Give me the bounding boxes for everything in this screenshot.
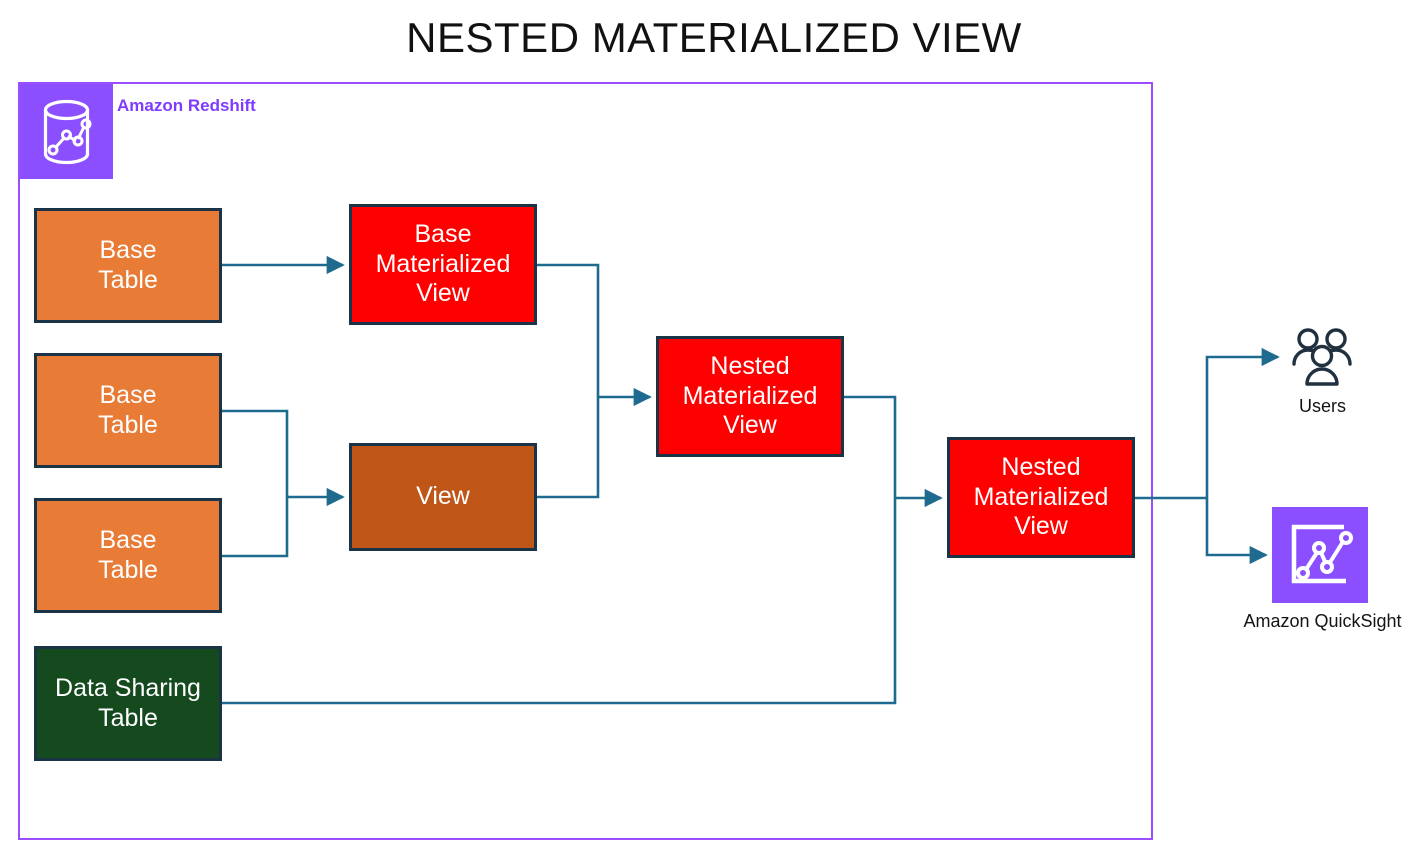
users-label: Users	[1298, 396, 1346, 416]
node-nested-materialized-view-2[interactable]: Nested Materialized View	[947, 437, 1135, 558]
node-base-table-3[interactable]: Base Table	[34, 498, 222, 613]
node-base-materialized-view[interactable]: Base Materialized View	[349, 204, 537, 325]
quicksight-label: Amazon QuickSight	[1243, 611, 1402, 631]
page-title: NESTED MATERIALIZED VIEW	[406, 14, 1022, 61]
node-view[interactable]: View	[349, 443, 537, 551]
node-base-table-2[interactable]: Base Table	[34, 353, 222, 468]
flow-to-quicksight	[1205, 498, 1268, 565]
quicksight-chart-icon	[1272, 507, 1368, 603]
node-data-sharing-table[interactable]: Data Sharing Table	[34, 646, 222, 761]
flow-to-users	[1205, 347, 1280, 498]
amazon-redshift-label: Amazon Redshift	[117, 96, 256, 115]
redshift-database-icon	[20, 84, 113, 179]
node-nested-materialized-view-1[interactable]: Nested Materialized View	[656, 336, 844, 457]
users-group-icon	[1289, 327, 1355, 389]
node-base-table-1[interactable]: Base Table	[34, 208, 222, 323]
amazon-redshift-container	[18, 82, 1153, 840]
